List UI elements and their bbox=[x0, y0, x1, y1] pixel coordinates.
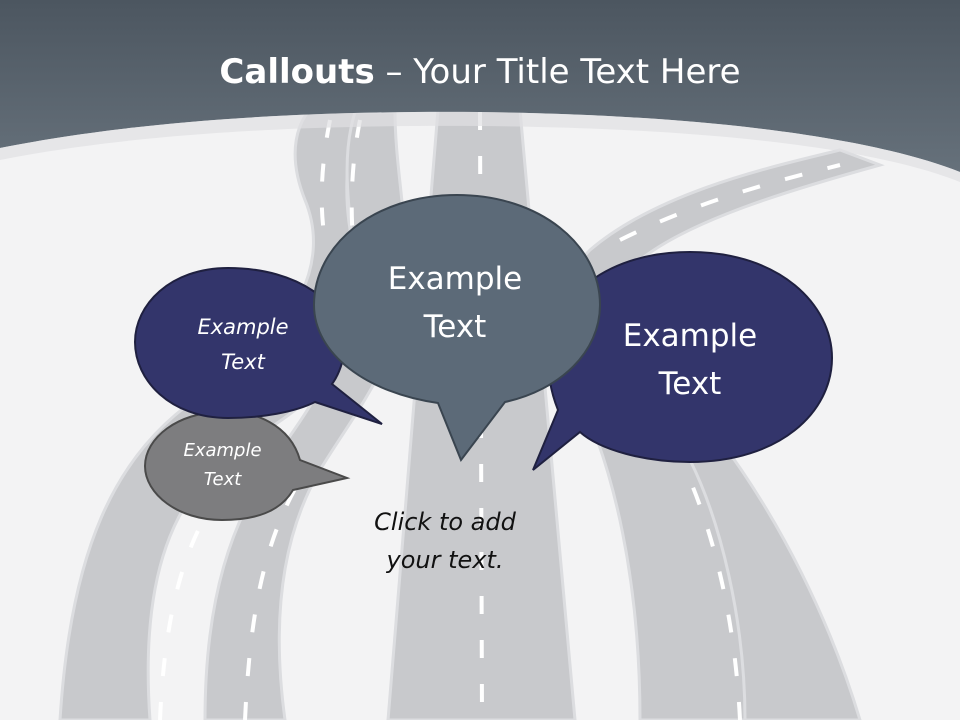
center-callout-line1: Example bbox=[387, 261, 523, 297]
placeholder-line2: your text. bbox=[386, 546, 504, 575]
center-callout-line2: Text bbox=[423, 309, 487, 346]
right-callout-line2: Text bbox=[658, 366, 722, 403]
title-rest: – Your Title Text Here bbox=[374, 52, 741, 92]
right-callout-line1: Example bbox=[622, 318, 758, 354]
gray-callout-line1: Example bbox=[183, 440, 262, 461]
center-callout-text[interactable]: Example Text bbox=[340, 255, 570, 351]
left-callout-line2: Text bbox=[221, 349, 265, 374]
gray-callout-text[interactable]: Example Text bbox=[150, 437, 295, 495]
left-callout-text[interactable]: Example Text bbox=[168, 310, 318, 379]
gray-callout-shape bbox=[143, 410, 351, 522]
slide-title[interactable]: Callouts – Your Title Text Here bbox=[0, 52, 960, 92]
text-placeholder[interactable]: Click to add your text. bbox=[330, 503, 560, 580]
placeholder-line1: Click to add bbox=[374, 508, 516, 536]
center-callout-shape bbox=[312, 193, 602, 463]
title-bold: Callouts bbox=[219, 52, 375, 92]
gray-callout-line2: Text bbox=[203, 468, 242, 490]
left-callout-line1: Example bbox=[197, 315, 289, 339]
right-callout-text[interactable]: Example Text bbox=[590, 312, 790, 408]
header-band bbox=[0, 0, 960, 172]
